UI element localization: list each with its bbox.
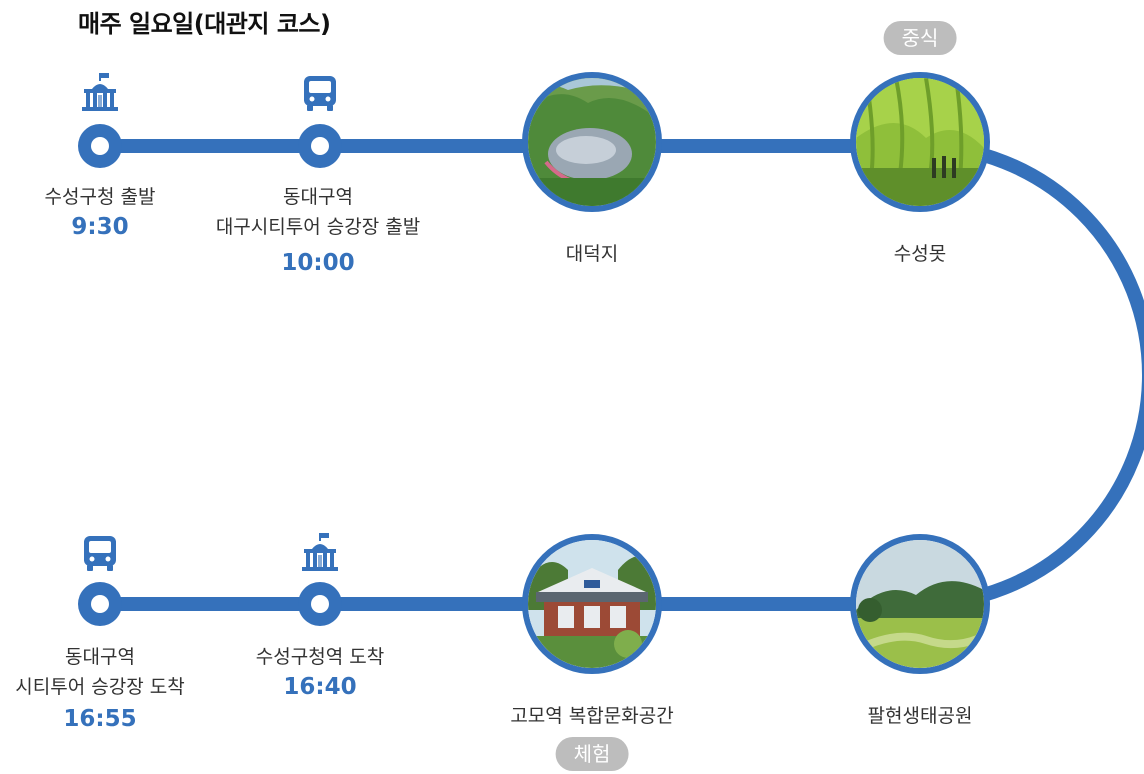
stop-time: 10:00 (281, 250, 355, 276)
stop-label-line2: 대구시티투어 승강장 출발 (215, 216, 421, 238)
stop-time: 9:30 (71, 214, 129, 240)
pond-photo (522, 72, 662, 212)
government-building-icon (300, 533, 340, 575)
stop-label-line1: 동대구역 (283, 186, 353, 208)
station-building-photo (522, 534, 662, 674)
stop-marker (298, 124, 342, 168)
wetland-park-photo (850, 534, 990, 674)
page-title: 매주 일요일(대관지 코스) (78, 10, 331, 38)
stop-label: 팔현생태공원 (867, 705, 973, 727)
government-building-icon (80, 73, 120, 115)
stop-label-line2: 시티투어 승강장 도착 (15, 676, 185, 698)
stop-label: 수성못 (893, 243, 947, 265)
bus-icon (301, 74, 339, 116)
stop-marker (78, 582, 122, 626)
stop-label: 동대구역 시티투어 승강장 도착 (15, 644, 184, 700)
experience-badge: 체험 (555, 737, 629, 771)
stop-marker (78, 124, 122, 168)
stop-time: 16:55 (63, 706, 137, 732)
stop-label: 동대구역 대구시티투어 승강장 출발 (216, 184, 420, 240)
stop-label-line1: 동대구역 (65, 646, 135, 668)
stop-label: 고모역 복합문화공간 (510, 705, 674, 727)
stop-label: 수성구청 출발 (44, 186, 156, 208)
stop-label: 수성구청역 도착 (255, 646, 385, 668)
bus-icon (81, 534, 119, 576)
stop-label: 대덕지 (565, 243, 619, 265)
lunch-badge: 중식 (883, 21, 957, 55)
stop-time: 16:40 (283, 674, 357, 700)
willow-trees-photo (850, 72, 990, 212)
stop-marker (298, 582, 342, 626)
